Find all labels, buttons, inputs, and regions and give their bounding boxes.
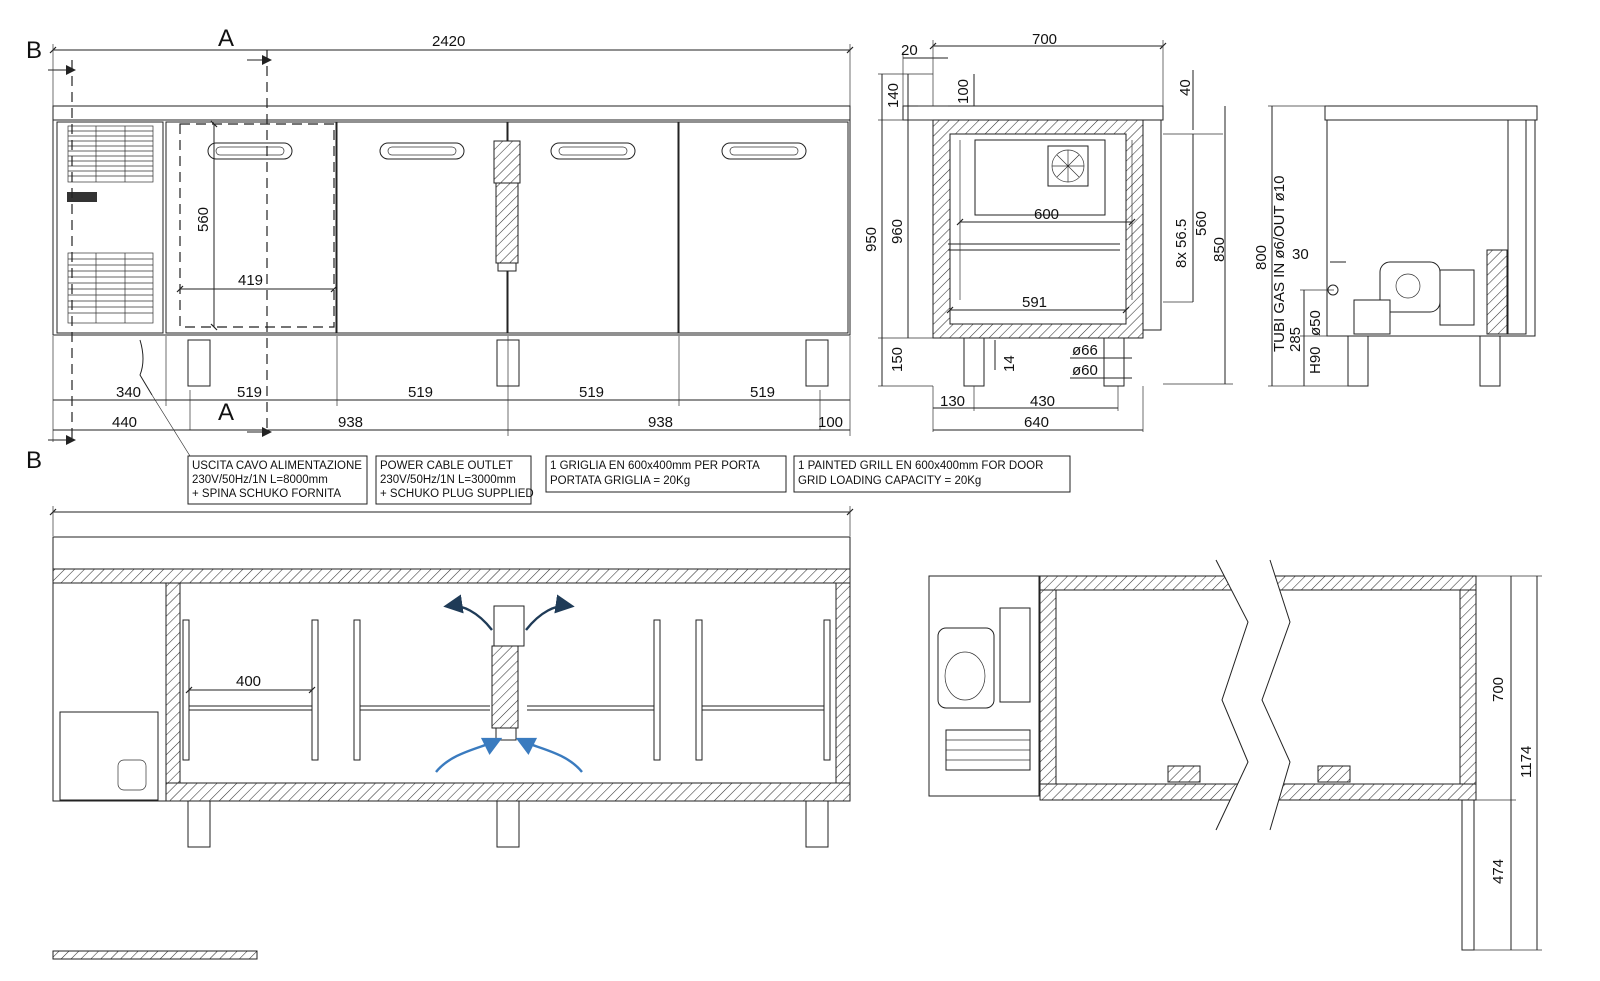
dim-overall-width: 2420: [432, 33, 465, 50]
plan-worktop-edge: [52, 536, 851, 570]
section-a-view: 700 1174 474: [928, 559, 1542, 951]
note-box-grill-it: [545, 455, 787, 493]
dim-side-960: 960: [889, 219, 906, 244]
dim-shelf-pitch: 8x 56.5: [1173, 219, 1190, 268]
dim-base-430: 430: [1030, 393, 1055, 410]
dim-rear-h90: H90: [1307, 346, 1324, 374]
door-handles: [207, 142, 807, 160]
dim-bottom-2: 519: [408, 384, 433, 401]
dim-foot-66: ø66: [1072, 342, 1098, 359]
note-grill-en-line-0: 1 PAINTED GRILL EN 600x400mm FOR DOOR: [798, 460, 1043, 472]
dim-side-20: 20: [901, 42, 918, 59]
compressor-icon: [944, 651, 986, 701]
dim-side-40: 40: [1177, 79, 1194, 96]
dim-foot-14: 14: [1001, 355, 1018, 372]
note-cable-en-line-2: + SCHUKO PLUG SUPPLIED: [380, 488, 534, 500]
note-cable-en-line-1: 230V/50Hz/1N L=3000mm: [380, 474, 516, 486]
dim-inner-width: 600: [1034, 206, 1059, 223]
plan-fan-column: [491, 605, 525, 741]
notes-block: USCITA CAVO ALIMENTAZIONE 230V/50Hz/1N L…: [151, 394, 1071, 505]
note-cable-en-line-0: POWER CABLE OUTLET: [380, 460, 513, 472]
plan-leg-mid: [496, 800, 520, 848]
dim-bottom-0: 340: [116, 384, 141, 401]
note-box-cable-it: [187, 455, 368, 505]
dim-footer-2: 938: [648, 414, 673, 431]
note-box-cable-en: [375, 455, 532, 505]
dim-rear-phi50: ø50: [1307, 310, 1324, 336]
plan-top-wall: [52, 568, 851, 584]
side-leg-rear: [1103, 337, 1125, 387]
note-box-grill-en: [793, 455, 1071, 493]
dim-bottom-4: 519: [750, 384, 775, 401]
power-cable: [139, 339, 153, 396]
dim-section-474: 474: [1490, 859, 1507, 884]
rear-worktop: [1324, 105, 1538, 121]
note-grill-it-line-1: PORTATA GRIGLIA = 20Kg: [550, 475, 690, 487]
control-display: [67, 192, 97, 202]
plan-leg-left: [187, 800, 211, 848]
dim-foot-60: ø60: [1072, 362, 1098, 379]
section-mark-b-top: B: [26, 37, 42, 64]
side-worktop: [902, 105, 1164, 121]
note-grill-en-line-1: GRID LOADING CAPACITY = 20Kg: [798, 475, 981, 487]
dim-side-140: 140: [885, 83, 902, 108]
rear-leg-left: [1347, 335, 1369, 387]
dim-grill-width: 400: [236, 673, 261, 690]
dim-side-150: 150: [889, 347, 906, 372]
airflow-arrows: [435, 594, 583, 773]
dim-side-850: 850: [1211, 237, 1228, 262]
side-leg-front: [963, 337, 985, 387]
upper-vent-grille: [67, 125, 154, 183]
note-cable-it-line-1: 230V/50Hz/1N L=8000mm: [192, 474, 328, 486]
dim-side-560: 560: [1193, 211, 1210, 236]
plan-front-wall: [165, 782, 851, 802]
plan-section-view: 400: [49, 506, 854, 960]
worktop: [52, 105, 851, 121]
dim-base-640: 640: [1024, 414, 1049, 431]
dim-side-100: 100: [955, 79, 972, 104]
plan-leg-right: [805, 800, 829, 848]
note-grill-it-line-0: 1 GRIGLIA EN 600x400mm PER PORTA: [550, 460, 760, 472]
dim-section-1174: 1174: [1518, 746, 1535, 778]
side-section-view: 700 20 40 140 100 950 960 150 600 591 8x…: [863, 31, 1233, 432]
dim-rear-285: 285: [1287, 327, 1304, 352]
section-mark-a-bottom: A: [218, 399, 234, 426]
dim-base-130: 130: [940, 393, 965, 410]
note-cable-it-line-2: + SPINA SCHUKO FORNITA: [192, 488, 341, 500]
section-mark-b-bottom: B: [26, 447, 42, 474]
plan-compressor: [59, 711, 159, 801]
section-door-panel: [1461, 799, 1475, 951]
rear-view: 800 TUBI GAS IN ø6/OUT ø10 30 285 H90 ø5…: [1253, 105, 1538, 387]
section-mark-a-top: A: [218, 25, 234, 52]
dim-section-700: 700: [1490, 677, 1507, 702]
dim-rear-30: 30: [1292, 246, 1309, 263]
dim-footer-1: 938: [338, 414, 363, 431]
note-cable-it-line-0: USCITA CAVO ALIMENTAZIONE: [192, 460, 362, 472]
drawer-outline: [179, 123, 335, 328]
break-mark: [1216, 560, 1290, 830]
side-shelf: [948, 243, 1120, 251]
front-elevation: A A B B 2420 560 419 340 519 519 519 519…: [26, 25, 854, 474]
dim-drawer-width: 419: [238, 272, 263, 289]
dim-footer-3: 100: [818, 414, 843, 431]
dim-inner-depth: 591: [1022, 294, 1047, 311]
lower-vent-grille: [67, 252, 154, 324]
dim-side-950: 950: [863, 227, 880, 252]
dim-footer-0: 440: [112, 414, 137, 431]
compressor-unit: [1353, 261, 1475, 335]
fan-column: [493, 140, 521, 272]
dim-bottom-1: 519: [237, 384, 262, 401]
rear-leg-right: [1479, 335, 1501, 387]
dim-bottom-3: 519: [579, 384, 604, 401]
compressor-panel: [56, 121, 164, 334]
dim-door-height: 560: [195, 207, 212, 232]
gas-pipe-label: TUBI GAS IN ø6/OUT ø10: [1271, 176, 1288, 352]
dim-rear-800: 800: [1253, 245, 1270, 270]
plan-cut-fragment: [52, 950, 258, 960]
dim-side-depth: 700: [1032, 31, 1057, 48]
